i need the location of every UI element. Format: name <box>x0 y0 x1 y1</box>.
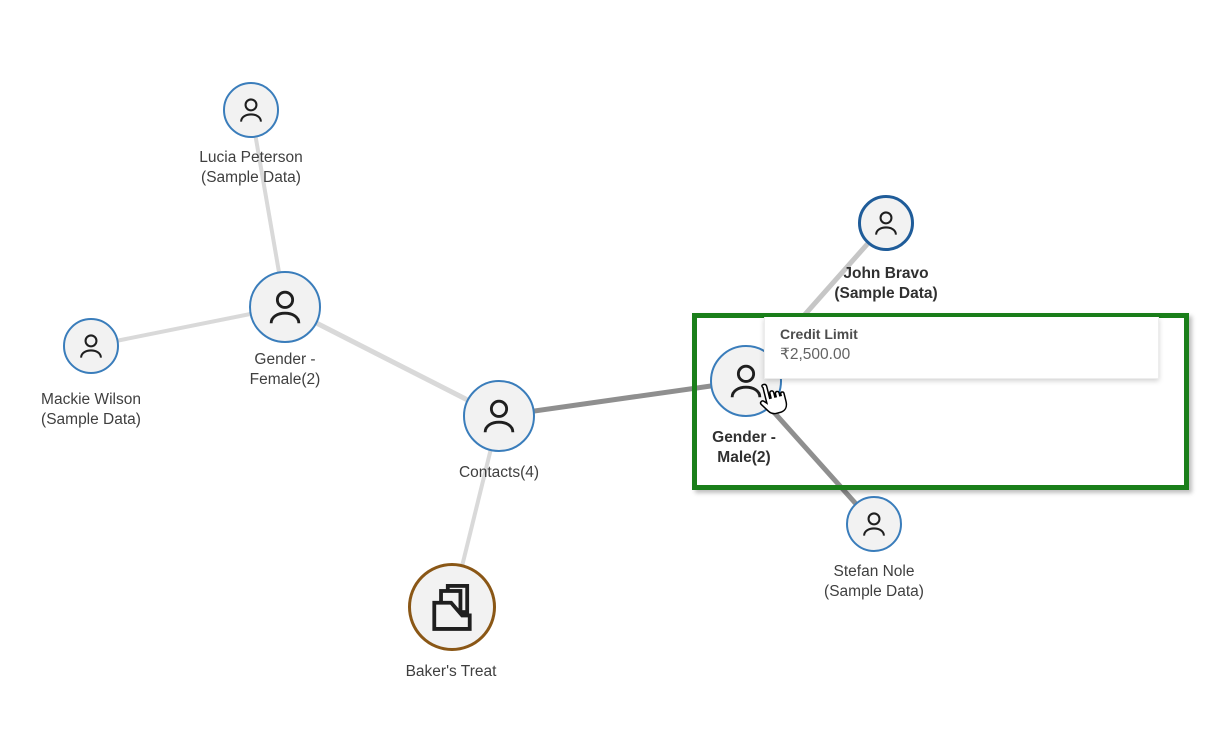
node-circle-bakers-treat[interactable] <box>408 563 496 651</box>
node-circle-contacts[interactable] <box>463 380 535 452</box>
highlight-box <box>692 313 1189 490</box>
person-icon <box>863 512 885 536</box>
person-icon <box>730 364 762 398</box>
node-label-contacts: Contacts(4) <box>458 464 540 481</box>
documents-folder-icon <box>432 584 472 631</box>
person-icon <box>80 334 102 358</box>
hand-cursor-icon <box>759 383 788 415</box>
node-label-mackie-wilson: Mackie Wilson(Sample Data) <box>41 391 141 428</box>
credit-limit-tooltip: Credit Limit ₹2,500.00 <box>764 317 1159 379</box>
node-circle-john-bravo[interactable] <box>858 195 914 251</box>
tooltip-value: ₹2,500.00 <box>780 346 851 363</box>
tooltip-title: Credit Limit <box>780 326 858 342</box>
node-circle-stefan-nole[interactable] <box>846 496 902 552</box>
person-icon <box>269 290 301 324</box>
node-label-bakers-treat: Baker's Treat <box>405 663 497 680</box>
node-label-john-bravo: John Bravo(Sample Data) <box>834 265 938 302</box>
person-icon <box>240 98 262 122</box>
node-label-gender-female: Gender -Female(2) <box>249 351 321 388</box>
node-label-lucia-peterson: Lucia Peterson(Sample Data) <box>199 149 303 186</box>
edge-female-contacts <box>283 304 501 419</box>
node-circle-mackie-wilson[interactable] <box>63 318 119 374</box>
person-icon <box>875 211 897 235</box>
node-circle-lucia-peterson[interactable] <box>223 82 279 138</box>
node-label-gender-male: Gender -Male(2) <box>712 429 776 466</box>
node-label-stefan-nole: Stefan Nole(Sample Data) <box>824 563 924 600</box>
person-icon <box>483 399 515 433</box>
node-circle-gender-female[interactable] <box>249 271 321 343</box>
edge-contacts-male <box>498 378 747 419</box>
